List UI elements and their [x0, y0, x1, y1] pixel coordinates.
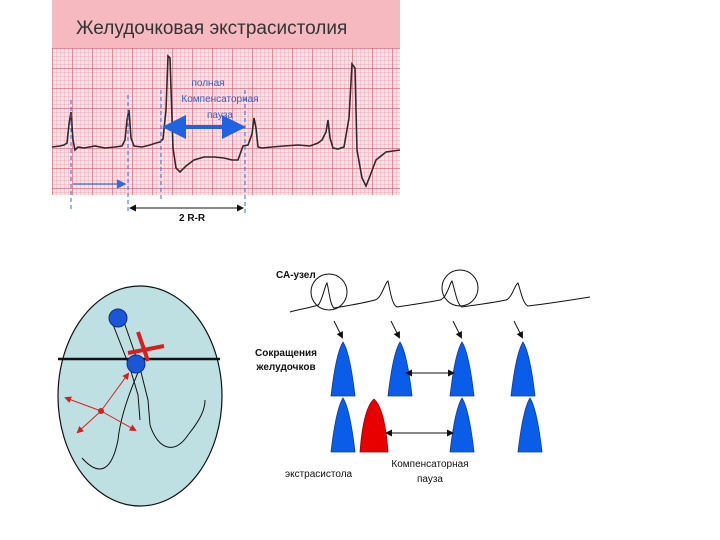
extrasystole-spike [359, 398, 389, 453]
ecg-title: Желудочковая экстрасистолия [76, 18, 348, 39]
sa-node-label: СА-узел [276, 270, 316, 281]
conduction-block-marker-slash [136, 331, 150, 362]
ventricular-contraction-row2-4 [517, 397, 543, 453]
ventricular-contractions-label-1: Сокращения [254, 348, 318, 359]
two-rr-label: 2 R-R [179, 213, 206, 224]
ectopic-arrow-right [100, 410, 137, 431]
annotation-compensatory: Компенсаторная [181, 94, 259, 105]
conduction-arrow-3 [452, 320, 462, 339]
sa-node-wave [289, 280, 591, 313]
ventricular-contraction-row2-3 [449, 397, 475, 453]
ectopic-arrow-left [64, 396, 102, 412]
ectopic-arrow-down-left [76, 410, 102, 434]
sa-impulse-circle-2 [441, 269, 479, 307]
ecg-title-bar: Желудочковая экстрасистолия [52, 0, 400, 48]
extrasystole-label: экстрасистола [285, 469, 353, 480]
ectopic-arrow-up [100, 372, 130, 412]
conduction-arrow-4 [513, 320, 523, 339]
ventricular-contraction-4 [510, 341, 536, 397]
conduction-arrow-1 [333, 320, 343, 339]
conduction-arrow-2 [390, 320, 400, 339]
ventricular-contraction-row2-1 [330, 397, 356, 453]
annotation-pause: пауза [206, 110, 233, 121]
sa-node-dot [108, 308, 128, 328]
ecg-trace [51, 54, 401, 188]
ecg-panel: Желудочковая экстрасистолия [52, 0, 400, 195]
ecg-grid [52, 48, 400, 195]
ventricular-contraction-3 [449, 341, 475, 397]
ventricular-contraction-2 [387, 341, 413, 397]
sa-impulse-circle-1 [310, 273, 348, 311]
compensatory-pause-label-2: пауза [416, 474, 443, 485]
conduction-path [81, 321, 206, 470]
annotation-full: полная [191, 78, 225, 89]
av-node-dot [126, 354, 146, 374]
compensatory-pause-label-1: Компенсаторная [391, 459, 469, 470]
ventricular-contraction-1 [330, 341, 356, 397]
ventricular-contractions-label-2: желудочков [256, 362, 316, 373]
heart-outline [57, 285, 223, 507]
